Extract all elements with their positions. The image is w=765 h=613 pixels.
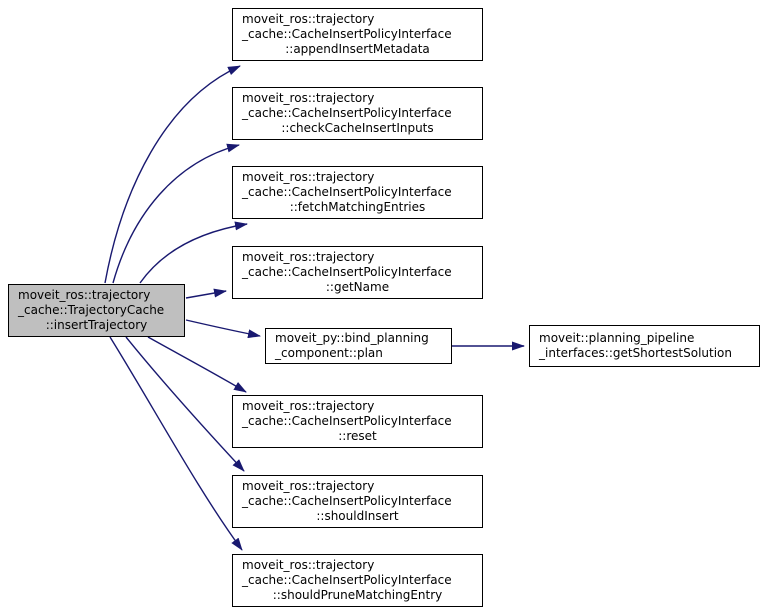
node-label-line: ::appendInsertMetadata bbox=[285, 42, 430, 56]
node-label-line: ::shouldInsert bbox=[316, 509, 399, 523]
edge-root-plan bbox=[185, 319, 261, 339]
node-append-insert-metadata[interactable]: moveit_ros::trajectory _cache::CacheInse… bbox=[232, 8, 483, 61]
node-label-line: _cache::CacheInsertPolicyInterface bbox=[242, 494, 452, 508]
node-label-line: moveit_ros::trajectory bbox=[18, 288, 151, 302]
node-label-line: ::fetchMatchingEntries bbox=[289, 200, 426, 214]
edge-root-reset bbox=[147, 336, 247, 393]
node-label-line: ::getName bbox=[325, 280, 390, 294]
node-label-line: _cache::CacheInsertPolicyInterface bbox=[242, 106, 452, 120]
node-label-line: _interfaces::getShortestSolution bbox=[539, 346, 732, 360]
node-should-prune-matching-entry[interactable]: moveit_ros::trajectory _cache::CacheInse… bbox=[232, 554, 483, 607]
node-label-line: moveit_ros::trajectory bbox=[242, 479, 375, 493]
node-label-line: moveit_ros::trajectory bbox=[242, 558, 375, 572]
node-reset[interactable]: moveit_ros::trajectory _cache::CacheInse… bbox=[232, 395, 483, 448]
edge-root-append bbox=[104, 65, 241, 284]
node-label-line: _cache::TrajectoryCache bbox=[18, 303, 165, 317]
edge-root-check bbox=[112, 143, 240, 284]
edge-root-shouldprune bbox=[109, 336, 243, 551]
edge-root-shouldinsert bbox=[125, 336, 245, 472]
node-label-line: moveit_ros::trajectory bbox=[242, 91, 375, 105]
node-insert-trajectory: moveit_ros::trajectory _cache::Trajector… bbox=[8, 284, 185, 337]
node-label-line: moveit_ros::trajectory bbox=[242, 399, 375, 413]
node-label-line: moveit::planning_pipeline bbox=[539, 331, 695, 345]
node-label-line: ::insertTrajectory bbox=[45, 318, 148, 332]
node-should-insert[interactable]: moveit_ros::trajectory _cache::CacheInse… bbox=[232, 475, 483, 528]
node-label-line: ::shouldPruneMatchingEntry bbox=[272, 588, 443, 602]
node-label-line: moveit_ros::trajectory bbox=[242, 250, 375, 264]
node-label-line: _cache::CacheInsertPolicyInterface bbox=[242, 27, 452, 41]
node-label-line: moveit_py::bind_planning bbox=[275, 331, 429, 345]
edge-root-getname bbox=[185, 288, 227, 299]
node-fetch-matching-entries[interactable]: moveit_ros::trajectory _cache::CacheInse… bbox=[232, 166, 483, 219]
node-label-line: ::checkCacheInsertInputs bbox=[281, 121, 434, 135]
node-label-line: _cache::CacheInsertPolicyInterface bbox=[242, 414, 452, 428]
node-get-name[interactable]: moveit_ros::trajectory _cache::CacheInse… bbox=[232, 246, 483, 299]
edge-root-fetch bbox=[139, 221, 248, 284]
node-label-line: _cache::CacheInsertPolicyInterface bbox=[242, 185, 452, 199]
node-bind-planning-component-plan[interactable]: moveit_py::bind_planning _component::pla… bbox=[265, 328, 452, 364]
node-label-line: moveit_ros::trajectory bbox=[242, 12, 375, 26]
node-get-shortest-solution[interactable]: moveit::planning_pipeline _interfaces::g… bbox=[529, 325, 760, 367]
node-label-line: _cache::CacheInsertPolicyInterface bbox=[242, 265, 452, 279]
node-label-line: moveit_ros::trajectory bbox=[242, 170, 375, 184]
node-label-line: _cache::CacheInsertPolicyInterface bbox=[242, 573, 452, 587]
node-check-cache-insert-inputs[interactable]: moveit_ros::trajectory _cache::CacheInse… bbox=[232, 87, 483, 140]
node-label-line: ::reset bbox=[338, 429, 377, 443]
node-label-line: _component::plan bbox=[275, 346, 383, 360]
